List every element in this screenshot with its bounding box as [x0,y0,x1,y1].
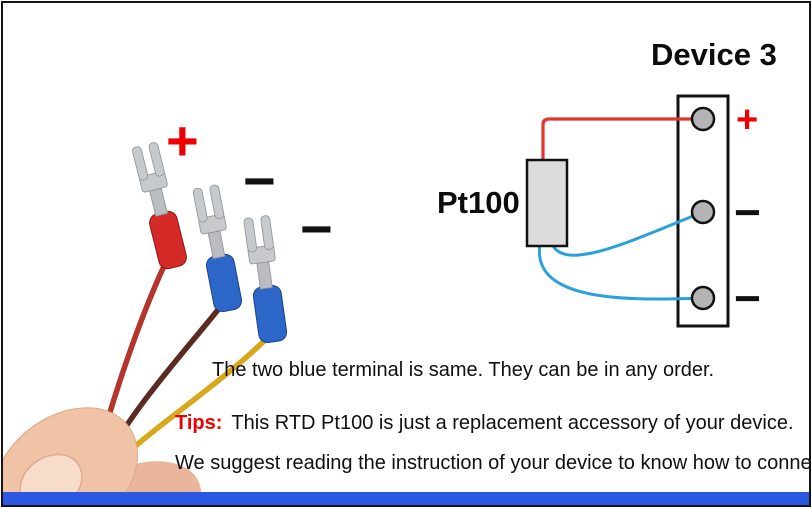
tips-line: Tips: This RTD Pt100 is just a replaceme… [175,411,794,436]
tips-label: Tips: [175,412,223,434]
fork-prong-right [260,215,274,250]
photo-minus-symbol-1: − [243,149,276,212]
blue-fork-terminal-1 [192,184,243,313]
fork-prong-left [243,217,258,253]
terminal-screw-minus-bottom [690,285,716,311]
terminal-screw-minus-middle [690,199,716,225]
diagram-wire-blue-bottom [537,243,704,301]
illustration-art [3,94,730,505]
terminal-neck [256,261,273,290]
suggestion-text: We suggest reading the instruction of yo… [175,452,811,474]
terminal-neck [149,187,169,217]
blue-terminal-sleeve [205,253,243,313]
photo-plus-symbol: + [166,109,199,172]
fork-prong-right [148,142,165,177]
terminal-plus-symbol: + [736,99,759,141]
note-text: The two blue terminal is same. They can … [212,359,715,381]
pt100-sensor-box [525,158,569,248]
diagram-wire-blue-middle [550,210,704,257]
terminal-screw-plus [690,106,716,132]
diagram-wire-red [541,117,703,163]
blue-terminal-sleeve [252,284,288,344]
blue-fork-terminal-2 [243,215,288,344]
tips-text: This RTD Pt100 is just a replacement acc… [231,412,794,434]
device-title: Device 3 [651,37,777,72]
terminal-minus-symbol-middle: − [734,186,761,238]
terminal-neck [207,230,226,260]
red-fork-terminal [132,142,187,270]
fork-prong-left [132,146,149,181]
footer-blue-bar [3,492,809,505]
terminal-minus-symbol-bottom: − [734,272,761,324]
red-terminal-sleeve [149,210,187,270]
thumb-holding-wires [3,407,202,505]
fork-prong-right [209,184,225,220]
photo-minus-symbol-2: − [300,197,333,260]
pt100-label: Pt100 [437,185,520,220]
fork-prong-left [192,187,208,223]
